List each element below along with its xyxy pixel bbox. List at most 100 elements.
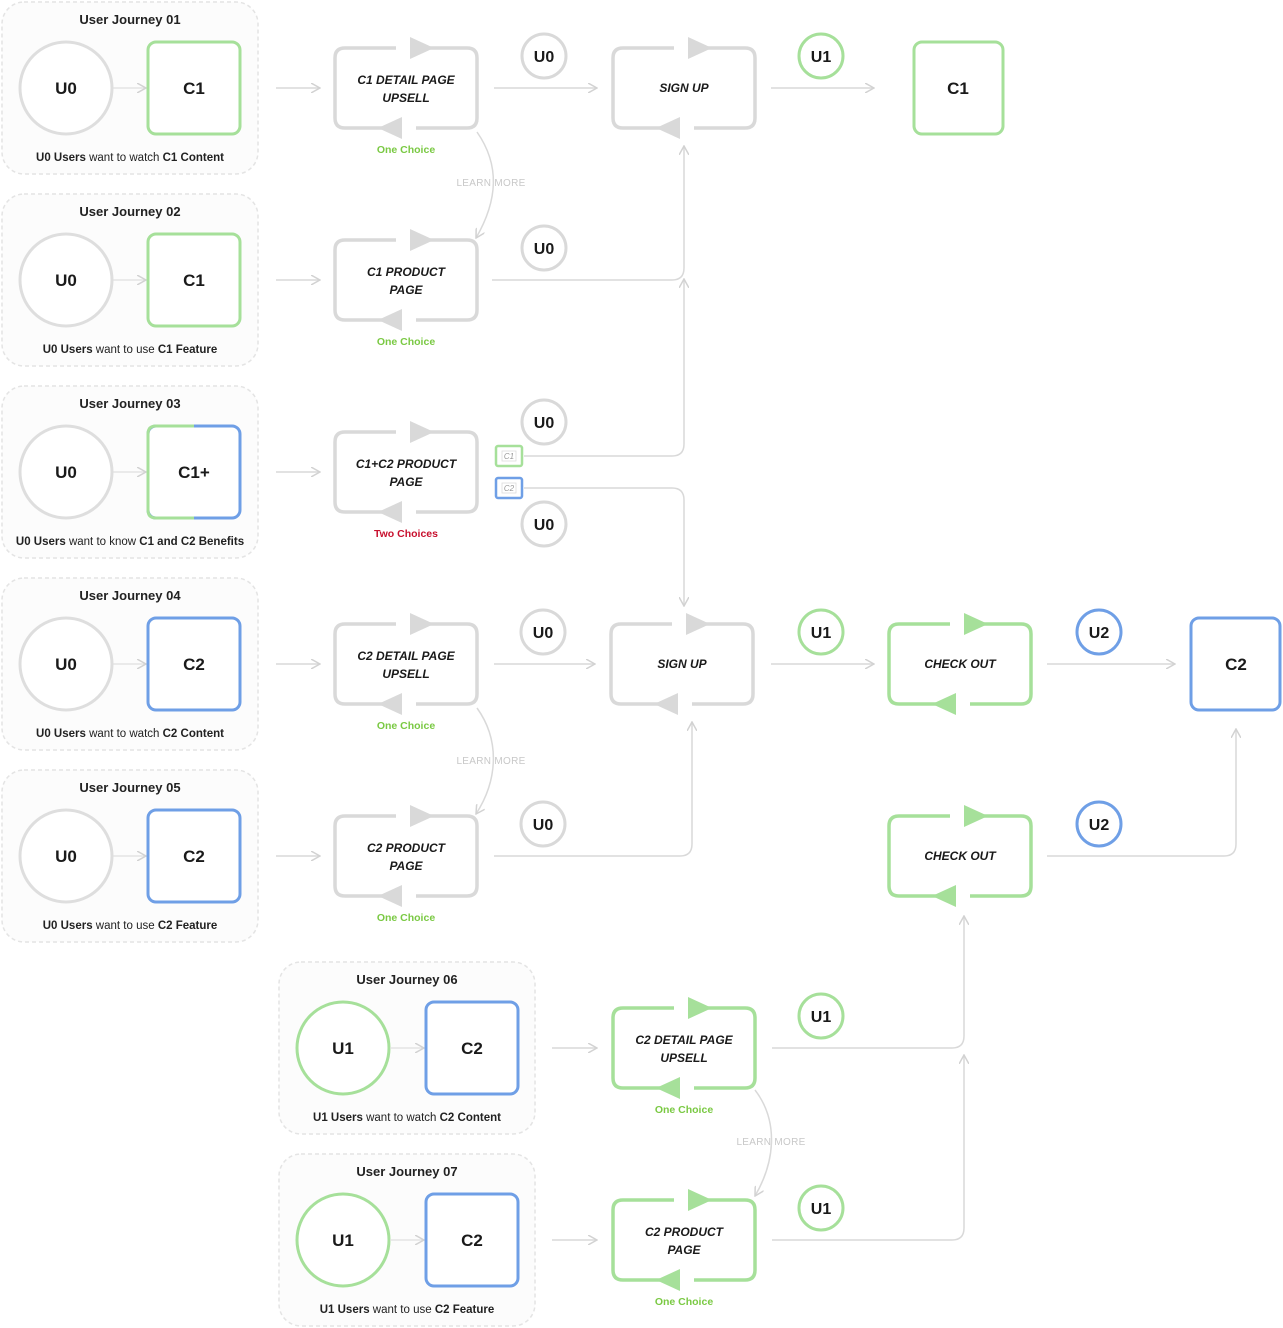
cycle-arrow-right-icon <box>410 421 434 443</box>
learn-more-label: LEARN MORE <box>736 1137 805 1148</box>
stage-frame-right <box>416 622 479 706</box>
choice-c2-box[interactable]: C2 <box>494 476 524 500</box>
cycle-arrow-left-icon <box>656 1077 680 1099</box>
stage-subtitle: PAGE <box>389 283 423 297</box>
journey-caption: U1 Users want to watch C2 Content <box>313 1112 501 1124</box>
user-badge: U1 <box>797 608 845 656</box>
journey-title: User Journey 01 <box>79 12 180 27</box>
flow-arrow <box>524 279 684 457</box>
cycle-arrow-left-icon <box>378 693 402 715</box>
user-badge-label: U0 <box>534 517 555 534</box>
stage-frame-left <box>611 1006 674 1090</box>
result-c2-box: C2 <box>1189 616 1282 712</box>
user-badge-label: U1 <box>811 49 832 66</box>
journey-caption: U0 Users want to watch C2 Content <box>36 728 224 740</box>
journey-card-02[interactable]: User Journey 02 U0 C1 U0 Users want to u… <box>1 193 259 367</box>
content-box <box>146 40 242 136</box>
cycle-arrow-right-icon <box>410 229 434 251</box>
journey-card-01[interactable]: User Journey 01 U0 C1 U0 Users want to w… <box>1 1 259 175</box>
choice-count-label: One Choice <box>377 720 436 732</box>
content-box <box>146 232 242 328</box>
journey-caption: U0 Users want to watch C1 Content <box>36 152 224 164</box>
journey-title: User Journey 02 <box>79 204 180 219</box>
journey-card-05[interactable]: User Journey 05 U0 C2 U0 Users want to u… <box>1 769 259 943</box>
user-badge-label: U0 <box>534 241 555 258</box>
cycle-arrow-right-icon <box>688 1189 712 1211</box>
journey-title: User Journey 07 <box>356 1164 457 1179</box>
user-circle <box>295 1192 391 1288</box>
cycle-arrow-left-icon <box>654 693 678 715</box>
journey-caption: U0 Users want to know C1 and C2 Benefits <box>16 536 244 548</box>
user-badge: U0 <box>520 398 568 446</box>
stage-frame-right <box>416 46 479 130</box>
journey-caption: U1 Users want to use C2 Feature <box>320 1304 495 1316</box>
stage-frame-right <box>970 814 1033 898</box>
stage-checkout1[interactable]: CHECK OUT <box>887 613 1033 715</box>
journey-card-04[interactable]: User Journey 04 U0 C2 U0 Users want to w… <box>1 577 259 751</box>
stage-frame-right <box>416 238 479 322</box>
stage-frame-right <box>694 1006 757 1090</box>
journey-card-07[interactable]: User Journey 07 U1 C2 U1 Users want to u… <box>278 1153 536 1327</box>
content-label: C2 <box>461 1039 483 1058</box>
cycle-arrow-left-icon <box>378 309 402 331</box>
user-badge: U1 <box>797 1184 845 1232</box>
learn-more-arrow <box>476 131 495 238</box>
user-label: U0 <box>55 79 77 98</box>
stage-signup2[interactable]: SIGN UP <box>609 613 755 715</box>
user-circle <box>18 424 114 520</box>
journey-card-03[interactable]: User Journey 03 U0 C1+ U0 Users want to … <box>1 385 259 559</box>
user-label: U1 <box>332 1231 354 1250</box>
stage-frame-right <box>694 1198 757 1282</box>
stage-title: C1 DETAIL PAGE <box>357 73 455 87</box>
choice-c1-box[interactable]: C1 <box>494 444 524 468</box>
journey-title: User Journey 05 <box>79 780 180 795</box>
learn-more-arrow <box>476 707 495 814</box>
content-label: C2 <box>183 655 205 674</box>
stage-frame-right <box>970 622 1033 706</box>
user-circle <box>295 1000 391 1096</box>
journey-card-06[interactable]: User Journey 06 U1 C2 U1 Users want to w… <box>278 961 536 1135</box>
journey-caption: U0 Users want to use C1 Feature <box>43 344 218 356</box>
cycle-arrow-left-icon <box>932 693 956 715</box>
user-circle <box>18 616 114 712</box>
result-c2-label: C2 <box>1225 655 1247 674</box>
stage-frame-left <box>333 814 396 898</box>
cycle-arrow-right-icon <box>964 805 988 827</box>
cycle-arrow-right-icon <box>964 613 988 635</box>
cycle-arrow-left-icon <box>378 885 402 907</box>
stage-frame-right <box>692 622 755 706</box>
user-badge: U0 <box>519 800 567 848</box>
stage-subtitle: PAGE <box>389 475 423 489</box>
cycle-arrow-left-icon <box>378 117 402 139</box>
user-badge-label: U0 <box>533 817 554 834</box>
user-badge-label: U2 <box>1089 625 1110 642</box>
cycle-arrow-left-icon <box>932 885 956 907</box>
cycle-arrow-right-icon <box>410 613 434 635</box>
stage-subtitle: PAGE <box>389 859 423 873</box>
stage-frame-left <box>611 46 674 130</box>
cycle-arrow-right-icon <box>686 613 710 635</box>
stage-frame-left <box>887 814 950 898</box>
flow-arrow <box>494 722 692 857</box>
journey-title: User Journey 06 <box>356 972 457 987</box>
flow-arrow <box>492 146 684 281</box>
choice-count-label: One Choice <box>655 1104 714 1116</box>
stage-checkout2[interactable]: CHECK OUT <box>887 805 1033 907</box>
choice-count-label: Two Choices <box>374 528 438 540</box>
content-label: C1+ <box>178 463 210 482</box>
journey-title: User Journey 04 <box>79 588 181 603</box>
stage-frame-left <box>609 622 672 706</box>
stage-signup1[interactable]: SIGN UP <box>611 37 757 139</box>
choice-count-label: One Choice <box>377 912 436 924</box>
stage-frame-right <box>416 430 479 514</box>
result-c1-label: C1 <box>947 79 969 98</box>
result-c1-box: C1 <box>912 40 1005 136</box>
